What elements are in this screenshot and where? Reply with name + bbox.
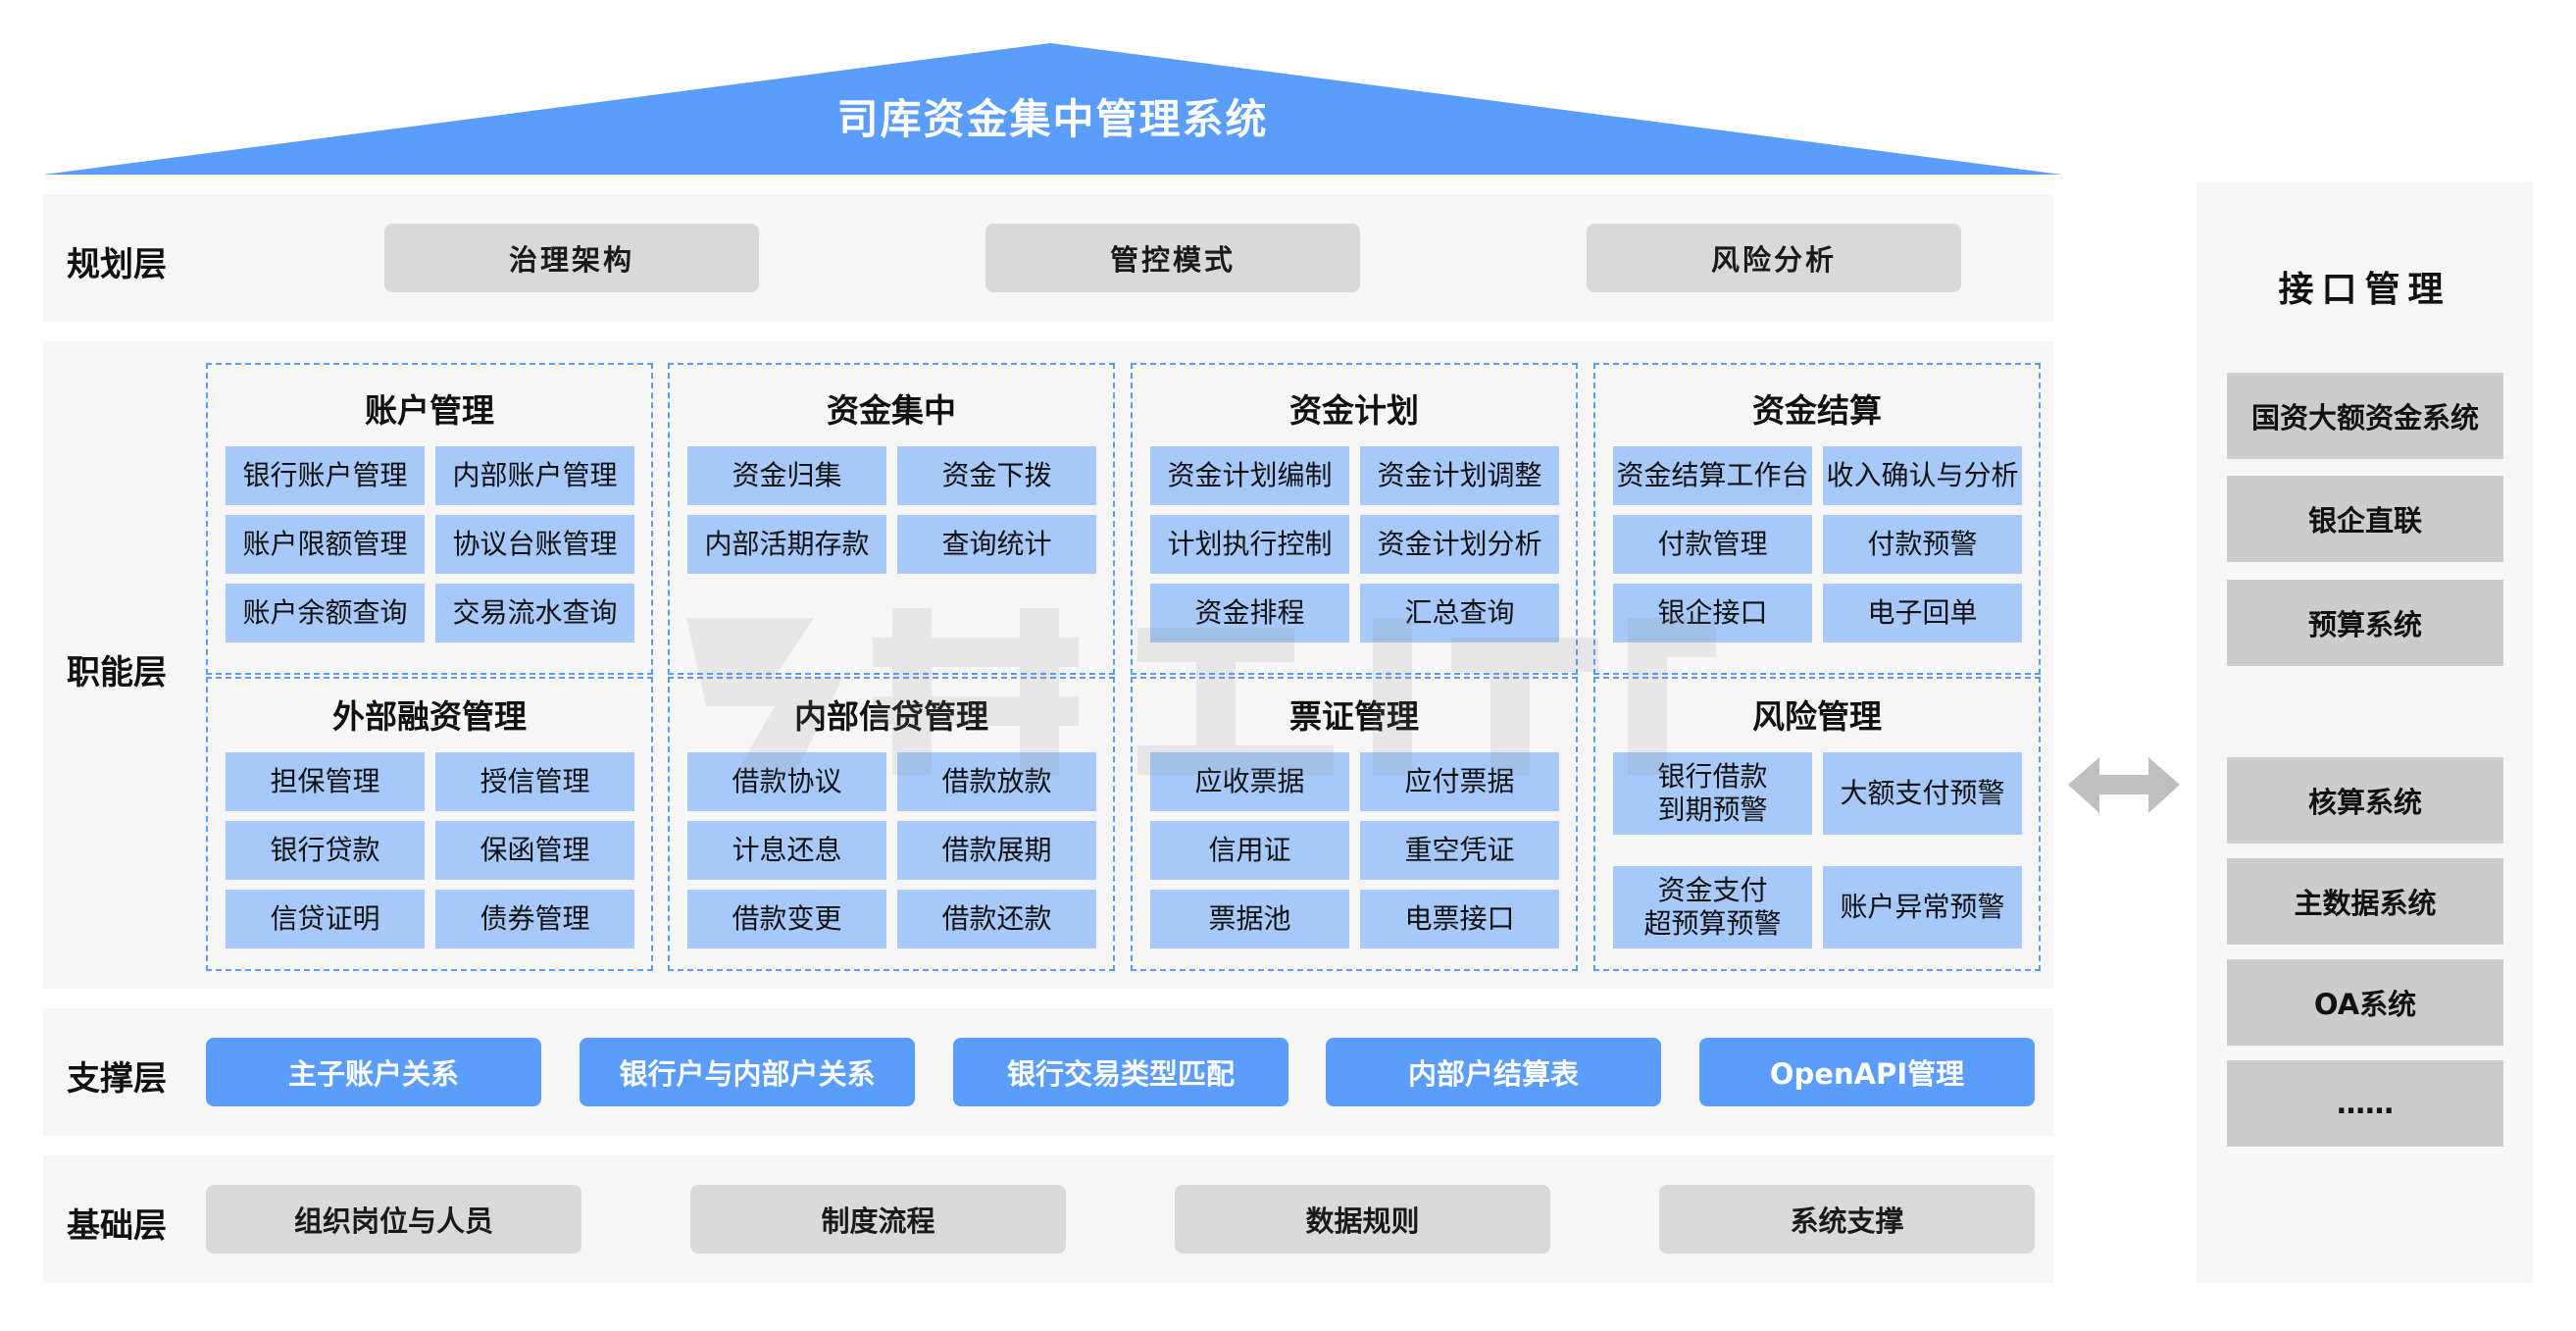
function-layer-label: 职能层 (67, 653, 167, 692)
function-layer: 职能层 账户管理银行账户管理内部账户管理账户限额管理协议台账管理账户余额查询交易… (43, 341, 2053, 989)
planning-item[interactable]: 管控模式 (985, 224, 1360, 292)
interface-item[interactable]: 银企直联 (2227, 476, 2503, 562)
function-panel: 账户管理银行账户管理内部账户管理账户限额管理协议台账管理账户余额查询交易流水查询 (206, 363, 653, 675)
interface-item[interactable]: 预算系统 (2227, 580, 2503, 666)
foundation-layer-label: 基础层 (67, 1206, 167, 1246)
foundation-layer: 基础层 组织岗位与人员 制度流程 数据规则 系统支撑 (43, 1155, 2053, 1283)
function-item[interactable]: 账户限额管理 (226, 515, 425, 574)
function-item[interactable]: 银行贷款 (226, 821, 425, 880)
function-panel-title: 风险管理 (1752, 697, 1882, 736)
function-item[interactable]: 票据池 (1150, 890, 1349, 948)
planning-layer-label: 规划层 (67, 245, 167, 284)
function-item[interactable]: 银行借款 到期预警 (1613, 752, 1812, 835)
function-item[interactable]: 收入确认与分析 (1823, 446, 2022, 505)
function-item[interactable]: 应收票据 (1150, 752, 1349, 811)
function-item[interactable]: 付款管理 (1613, 515, 1812, 574)
function-item[interactable]: 计划执行控制 (1150, 515, 1349, 574)
support-item[interactable]: 银行交易类型匹配 (953, 1038, 1288, 1106)
interface-item[interactable]: 主数据系统 (2227, 858, 2503, 945)
function-panel-title: 资金计划 (1289, 391, 1419, 430)
roof-shape (43, 43, 2062, 175)
function-item[interactable]: 银行账户管理 (226, 446, 425, 505)
function-item[interactable]: 资金排程 (1150, 584, 1349, 642)
function-item[interactable]: 内部活期存款 (687, 515, 886, 574)
function-item[interactable]: 借款还款 (897, 890, 1096, 948)
function-panel-title: 账户管理 (365, 391, 494, 430)
planning-layer: 规划层 治理架构 管控模式 风险分析 (43, 194, 2053, 322)
function-panel: 内部信贷管理借款协议借款放款计息还息借款展期借款变更借款还款 (668, 677, 1115, 971)
function-item[interactable]: 电子回单 (1823, 584, 2022, 642)
function-item[interactable]: 应付票据 (1360, 752, 1559, 811)
function-item[interactable]: 协议台账管理 (435, 515, 634, 574)
foundation-item[interactable]: 制度流程 (690, 1185, 1066, 1254)
function-item[interactable]: 资金计划调整 (1360, 446, 1559, 505)
function-panel-title: 资金结算 (1752, 391, 1882, 430)
function-item[interactable]: 担保管理 (226, 752, 425, 811)
function-item[interactable]: 借款协议 (687, 752, 886, 811)
function-item[interactable]: 借款变更 (687, 890, 886, 948)
function-item[interactable]: 保函管理 (435, 821, 634, 880)
function-panel: 资金结算资金结算工作台收入确认与分析付款管理付款预警银企接口电子回单 (1593, 363, 2041, 675)
foundation-item[interactable]: 数据规则 (1175, 1185, 1550, 1254)
function-item[interactable]: 资金归集 (687, 446, 886, 505)
function-item[interactable]: 电票接口 (1360, 890, 1559, 948)
system-title: 司库资金集中管理系统 (836, 95, 1269, 143)
interface-item[interactable]: OA系统 (2227, 959, 2503, 1046)
foundation-item[interactable]: 组织岗位与人员 (206, 1185, 581, 1254)
function-item[interactable]: 借款展期 (897, 821, 1096, 880)
function-item[interactable]: 信用证 (1150, 821, 1349, 880)
function-item[interactable]: 银企接口 (1613, 584, 1812, 642)
interface-item[interactable]: 国资大额资金系统 (2227, 373, 2503, 459)
double-arrow-icon (2068, 757, 2180, 813)
function-item[interactable]: 内部账户管理 (435, 446, 634, 505)
function-item[interactable]: 汇总查询 (1360, 584, 1559, 642)
function-item[interactable]: 付款预警 (1823, 515, 2022, 574)
function-item[interactable]: 信贷证明 (226, 890, 425, 948)
interface-title: 接口管理 (2278, 270, 2451, 310)
support-item[interactable]: 主子账户关系 (206, 1038, 541, 1106)
function-item[interactable]: 资金支付 超预算预警 (1613, 866, 1812, 948)
interface-item[interactable]: 核算系统 (2227, 757, 2503, 844)
function-item[interactable]: 资金结算工作台 (1613, 446, 1812, 505)
function-panel-title: 资金集中 (827, 391, 956, 430)
function-item[interactable]: 资金下拨 (897, 446, 1096, 505)
function-panel-title: 票证管理 (1289, 697, 1419, 736)
function-item[interactable]: 重空凭证 (1360, 821, 1559, 880)
planning-item[interactable]: 治理架构 (384, 224, 759, 292)
interface-panel: 接口管理 国资大额资金系统 银企直联 预算系统 核算系统 主数据系统 OA系统 … (2197, 182, 2533, 1283)
function-panel: 风险管理银行借款 到期预警大额支付预警资金支付 超预算预警账户异常预警 (1593, 677, 2041, 971)
planning-item[interactable]: 风险分析 (1587, 224, 1961, 292)
function-item[interactable]: 资金计划编制 (1150, 446, 1349, 505)
support-item[interactable]: 银行户与内部户关系 (580, 1038, 915, 1106)
function-item[interactable]: 债券管理 (435, 890, 634, 948)
function-panel: 票证管理应收票据应付票据信用证重空凭证票据池电票接口 (1131, 677, 1578, 971)
interface-item[interactable]: …… (2227, 1060, 2503, 1147)
support-item[interactable]: OpenAPI管理 (1699, 1038, 2035, 1106)
support-layer-label: 支撑层 (67, 1059, 167, 1099)
function-item[interactable]: 查询统计 (897, 515, 1096, 574)
function-panel: 资金计划资金计划编制资金计划调整计划执行控制资金计划分析资金排程汇总查询 (1131, 363, 1578, 675)
function-item[interactable]: 交易流水查询 (435, 584, 634, 642)
function-item[interactable]: 计息还息 (687, 821, 886, 880)
function-panel-title: 外部融资管理 (332, 697, 527, 736)
function-panel: 外部融资管理担保管理授信管理银行贷款保函管理信贷证明债券管理 (206, 677, 653, 971)
function-item[interactable]: 资金计划分析 (1360, 515, 1559, 574)
support-layer: 支撑层 主子账户关系 银行户与内部户关系 银行交易类型匹配 内部户结算表 Ope… (43, 1008, 2053, 1136)
foundation-item[interactable]: 系统支撑 (1659, 1185, 2035, 1254)
function-item[interactable]: 授信管理 (435, 752, 634, 811)
function-item[interactable]: 大额支付预警 (1823, 752, 2022, 835)
roof-banner (43, 43, 2062, 175)
function-item[interactable]: 账户余额查询 (226, 584, 425, 642)
function-item[interactable]: 账户异常预警 (1823, 866, 2022, 948)
function-panel-title: 内部信贷管理 (794, 697, 988, 736)
support-item[interactable]: 内部户结算表 (1326, 1038, 1661, 1106)
function-panel: 资金集中资金归集资金下拨内部活期存款查询统计 (668, 363, 1115, 675)
function-item[interactable]: 借款放款 (897, 752, 1096, 811)
